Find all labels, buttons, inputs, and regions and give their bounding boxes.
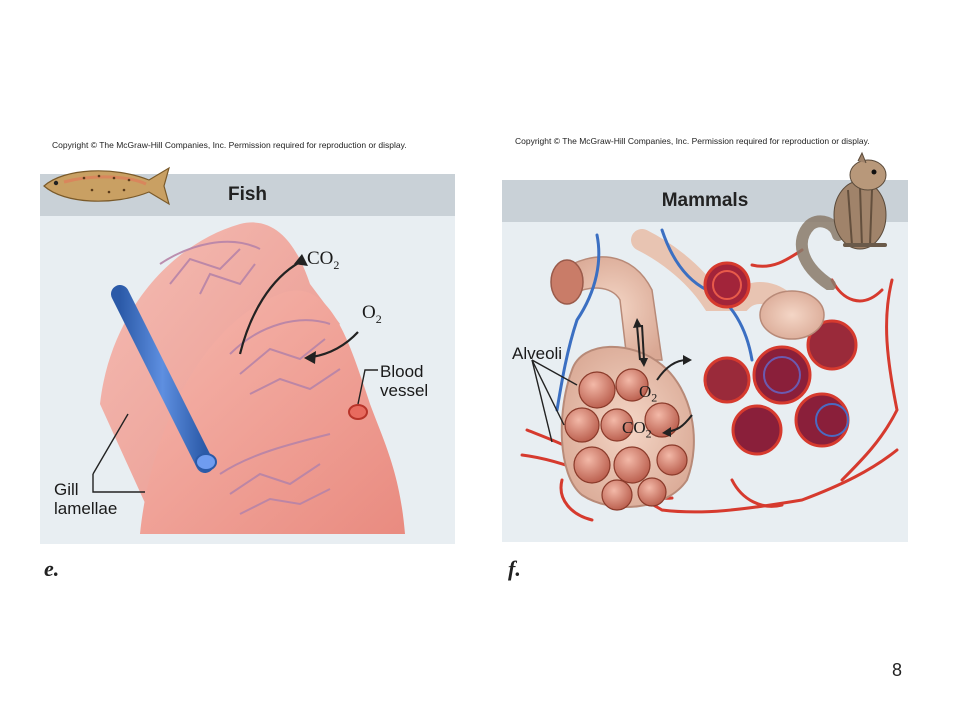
- blue-venule-network: [555, 228, 754, 412]
- slide-number: 8: [891, 660, 902, 680]
- fish-panel-title: Fish: [227, 184, 268, 205]
- capillary-network: [159, 240, 341, 515]
- o2-arrowhead: [304, 351, 316, 364]
- co2-arrow: [238, 261, 301, 355]
- alveoli-illustration: [520, 228, 899, 522]
- gill-leader-1: [92, 413, 129, 475]
- copyright-right: Copyright © The McGraw-Hill Companies, I…: [515, 136, 870, 146]
- copyright-left: Copyright © The McGraw-Hill Companies, I…: [52, 140, 407, 150]
- alveoli-leader-lines: [531, 359, 578, 443]
- panel-letter-f: f.: [508, 556, 521, 581]
- red-vessel-end: [348, 404, 368, 420]
- fish-panel: Fish: [40, 174, 455, 544]
- mammal-panel-title: Mammals: [661, 190, 749, 211]
- blood-vessel-leader: [357, 369, 378, 405]
- mammal-o2-label: O2: [639, 382, 658, 405]
- alveoli-cluster: [564, 368, 688, 511]
- chipmunk-icon: [795, 151, 887, 290]
- blue-vessel-end: [195, 453, 217, 471]
- gill-lamella-front: [140, 290, 405, 534]
- blue-blood-vessel: [111, 285, 214, 473]
- capillary-wrapped-alveoli: [703, 261, 858, 456]
- gill-leader-2: [92, 474, 145, 493]
- mammal-co2-label: CO2: [622, 418, 652, 441]
- o2-arrow: [311, 331, 359, 359]
- fish-co2-label: CO2: [307, 248, 340, 272]
- bronchiole-opening: [550, 259, 584, 305]
- alveoli-label: Alveoli: [512, 344, 563, 363]
- trout-icon: [43, 166, 170, 206]
- blood-vessel-label: Blood vessel: [380, 362, 429, 400]
- co2-arrowhead: [294, 254, 308, 266]
- fish-o2-label: O2: [362, 302, 382, 326]
- panel-letter-e: e.: [44, 556, 60, 581]
- fish-gill-illustration: [92, 222, 405, 534]
- gill-lamellae-label: Gill lamellae: [54, 480, 118, 518]
